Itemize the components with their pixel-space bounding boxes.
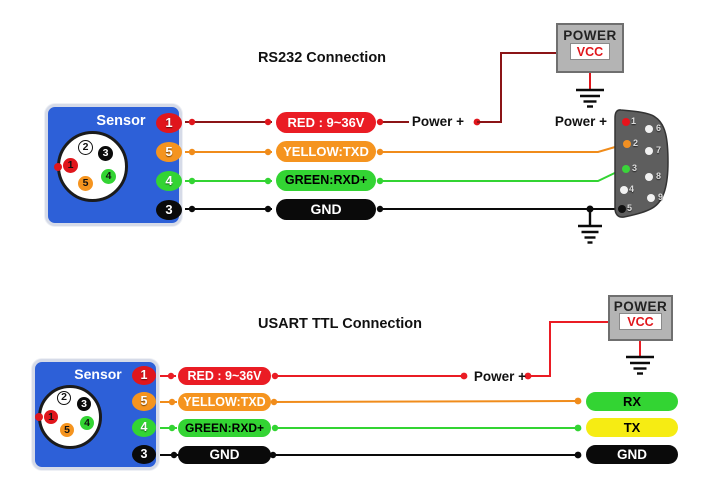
rs232-green-wire (185, 169, 622, 185)
connector-pin-3: 3 (77, 397, 91, 411)
connector-pin-4: 4 (80, 416, 94, 430)
pin-badge-4: 4 (132, 418, 156, 437)
pin-badge-3: 3 (156, 200, 182, 220)
sensor-label: Sensor (74, 366, 122, 382)
db9-pin-8-label: 8 (656, 171, 662, 181)
sensor-label: Sensor (96, 113, 146, 129)
yellow-wire-label: YELLOW:TXD (276, 141, 376, 162)
db9-pin-8-dot (645, 173, 653, 181)
connector-key-dot (35, 413, 43, 421)
usart-yellow-wire (160, 397, 582, 406)
db9-pin-4-dot (620, 186, 628, 194)
db9-pin-7-dot (645, 147, 653, 155)
db9-connector-body (614, 109, 669, 218)
connector-pin-1: 1 (44, 410, 58, 424)
mcu-pin-tx: TX (586, 418, 678, 437)
rs232-red-wire (185, 52, 557, 126)
connector-key-dot (54, 163, 62, 171)
db9-pin-2-dot (623, 140, 631, 148)
yellow-wire-label: YELLOW:TXD (178, 393, 271, 411)
power-plus-label: Power + (473, 369, 527, 384)
rs232-gnd-wire (185, 205, 619, 213)
pin-badge-1: 1 (156, 113, 182, 133)
pin-badge-5: 5 (156, 142, 182, 162)
connector-pin-1: 1 (63, 158, 78, 173)
rs232-yellow-wire (185, 144, 623, 156)
db9-pin-2-label: 2 (633, 138, 639, 148)
power-box-title: POWER (613, 299, 668, 314)
usart-gnd-wire (160, 451, 582, 459)
connector-pin-5: 5 (78, 176, 93, 191)
pin-badge-1: 1 (132, 366, 156, 385)
power-plus-label: Power + (554, 114, 608, 129)
connector-pin-2: 2 (57, 391, 71, 405)
pin-badge-3: 3 (132, 445, 156, 464)
connector-pin-3: 3 (98, 146, 113, 161)
mcu-pin-gnd: GND (586, 445, 678, 464)
red-wire-label: RED : 9~36V (178, 367, 271, 385)
gnd-wire-label: GND (276, 199, 376, 220)
green-wire-label: GREEN:RXD+ (276, 170, 376, 191)
usart-red-wire (160, 321, 608, 380)
pin-badge-5: 5 (132, 392, 156, 411)
db9-pin-1-label: 1 (631, 116, 637, 126)
power-box-title: POWER (563, 28, 617, 43)
usart-green-wire (160, 424, 582, 432)
db9-pin-9-dot (647, 194, 655, 202)
vcc-label: VCC (619, 313, 662, 330)
ground-symbol-db9 (578, 209, 602, 244)
gnd-wire-label: GND (178, 446, 271, 464)
mcu-pin-rx: RX (586, 392, 678, 411)
db9-pin-6-dot (645, 125, 653, 133)
power-plus-label: Power + (411, 114, 465, 129)
connector-pin-2: 2 (78, 140, 93, 155)
db9-pin-1-dot (622, 118, 630, 126)
db9-pin-7-label: 7 (656, 145, 662, 155)
vcc-label: VCC (570, 43, 610, 60)
power-box: POWER (556, 23, 624, 73)
db9-pin-4-label: 4 (629, 184, 635, 194)
db9-pin-9-label: 9 (658, 192, 664, 202)
connector-pin-5: 5 (60, 423, 74, 437)
usart-title: USART TTL Connection (257, 316, 423, 332)
db9-pin-5-label: 5 (627, 203, 633, 213)
db9-pin-6-label: 6 (656, 123, 662, 133)
db9-pin-3-label: 3 (632, 163, 638, 173)
pin-badge-4: 4 (156, 171, 182, 191)
rs232-title: RS232 Connection (257, 50, 387, 66)
connector-pin-4: 4 (101, 169, 116, 184)
green-wire-label: GREEN:RXD+ (178, 419, 271, 437)
red-wire-label: RED : 9~36V (276, 112, 376, 133)
db9-pin-5-dot (618, 205, 626, 213)
db9-pin-3-dot (622, 165, 630, 173)
